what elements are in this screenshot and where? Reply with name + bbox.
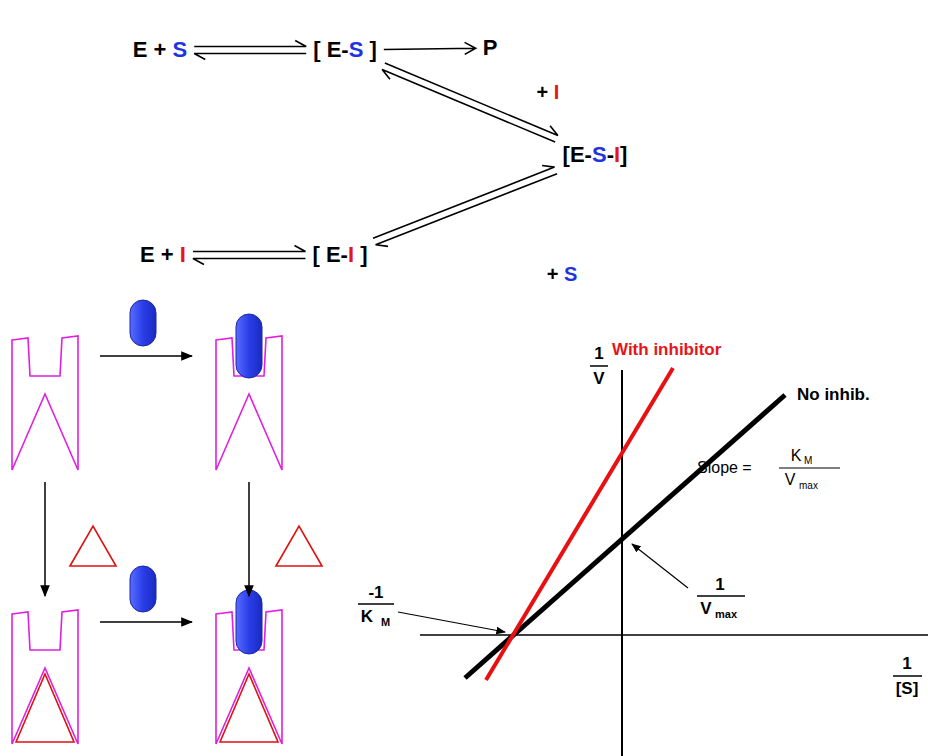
- subscript: max: [715, 609, 737, 620]
- substrate-capsule: [236, 590, 262, 654]
- axis-label: V: [593, 370, 604, 387]
- legend-label: With inhibitor: [612, 341, 721, 358]
- x-axis: [420, 634, 928, 636]
- fraction-bar: [779, 467, 840, 468]
- species-term: E + S: [129, 35, 191, 65]
- intercept-label: V: [700, 600, 711, 617]
- inhibitor-triangle: [220, 674, 278, 742]
- axis-label: [S]: [896, 680, 919, 697]
- reaction-arrow: [248, 482, 250, 596]
- subscript: M: [381, 617, 390, 628]
- inhibitor-triangle: [276, 526, 322, 566]
- species-label: [ E-I ]: [312, 242, 367, 268]
- species-term: [ E-I ]: [308, 240, 371, 270]
- species-label: E + I: [140, 242, 186, 268]
- species-term: E + I: [136, 240, 190, 270]
- enzyme-shape: [12, 336, 78, 470]
- axis-label: 1: [594, 345, 603, 362]
- leader-arrow: [398, 612, 505, 632]
- enzyme-shape: [12, 610, 78, 744]
- species-term: [ E-S ]: [309, 35, 381, 65]
- substrate-capsule: [130, 300, 156, 346]
- fraction-bar: [358, 603, 394, 605]
- equilibrium-arrow: [382, 63, 558, 142]
- slope-label: V: [785, 472, 796, 488]
- leader-arrow: [632, 544, 688, 588]
- reaction-arrow: [384, 42, 476, 54]
- fraction-bar: [697, 595, 745, 597]
- reagent-label: + I: [535, 81, 562, 104]
- substrate-capsule: [236, 314, 262, 378]
- substrate-capsule: [130, 566, 156, 612]
- axis-label: 1: [902, 655, 911, 672]
- subscript: max: [799, 481, 818, 491]
- reaction-arrow: [100, 621, 192, 623]
- equilibrium-arrow: [194, 41, 306, 60]
- inhibitor-line: [486, 368, 673, 680]
- reaction-arrow: [44, 482, 46, 596]
- equilibrium-arrow: [193, 246, 306, 265]
- y-axis: [621, 370, 623, 756]
- subscript: M: [804, 456, 812, 466]
- species-label: E + S: [133, 37, 187, 63]
- species-term: P: [479, 33, 502, 63]
- slope-label: Slope =: [697, 460, 752, 476]
- intercept-label: K: [361, 608, 373, 625]
- equilibrium-arrow: [373, 166, 557, 247]
- species-term: [E-S-I]: [559, 140, 632, 170]
- inhibitor-triangle: [70, 526, 116, 566]
- fraction-bar: [590, 365, 608, 367]
- fraction-bar: [893, 675, 922, 677]
- inhibitor-triangle: [16, 674, 74, 742]
- species-label: P: [483, 35, 498, 61]
- legend-label: No inhib.: [797, 386, 870, 403]
- species-label: [E-S-I]: [563, 142, 628, 168]
- reaction-arrow: [100, 355, 192, 357]
- slope-label: K: [791, 448, 802, 464]
- intercept-label: 1: [715, 576, 724, 593]
- reagent-label: + S: [545, 263, 580, 286]
- intercept-label: -1: [368, 584, 383, 601]
- species-label: [ E-S ]: [313, 37, 377, 63]
